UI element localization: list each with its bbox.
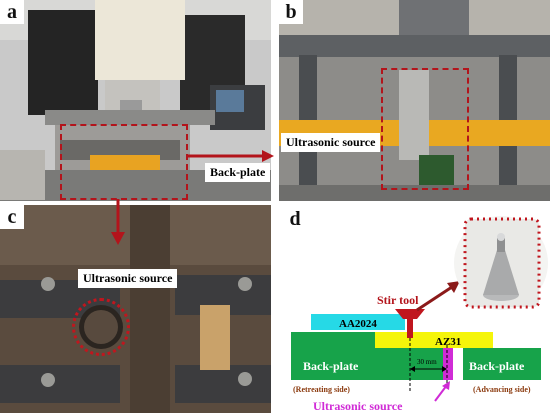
backplate-right-text: Back-plate: [469, 359, 525, 373]
distance-text: 30 mm: [417, 358, 437, 366]
stir-tool-text: Stir tool: [377, 293, 419, 307]
panel-b-label: b: [279, 0, 303, 24]
aa2024-plate: [311, 314, 405, 330]
panel-a-label: a: [0, 0, 24, 24]
retreating-text: (Retreating side): [293, 385, 350, 394]
backplate-closeup-photo: [279, 0, 550, 201]
panel-d-label: d: [283, 207, 307, 231]
backplate-right: [463, 348, 541, 380]
tool-inset-frame: [463, 217, 541, 309]
backplate-callout-a: Back-plate: [205, 163, 271, 182]
aa2024-text: AA2024: [339, 318, 377, 330]
machine-photo: [0, 0, 271, 201]
ultrasonic-callout-b: Ultrasonic source: [281, 133, 381, 152]
stir-tool-arrow: [416, 283, 456, 312]
backplate-left-text: Back-plate: [303, 359, 359, 373]
panel-c-highlight-circle: [72, 298, 130, 356]
az31-text: AZ31: [435, 336, 461, 348]
panel-c-photo: c Ultrasonic source: [0, 205, 271, 413]
panel-b-highlight-box: [381, 68, 469, 190]
panel-c-label: c: [0, 205, 24, 229]
az31-plate: [375, 332, 493, 348]
ultrasonic-text: Ultrasonic source: [313, 399, 403, 413]
panel-b-photo: b Ultrasonic source: [279, 0, 550, 201]
panel-a-photo: a Back-plate: [0, 0, 271, 201]
backplate-left-upper: [291, 332, 375, 348]
advancing-text: (Advancing side): [473, 385, 531, 394]
stir-tool-shape: [395, 309, 425, 338]
panel-a-arrow: [116, 154, 264, 201]
panel-a-highlight-box: [60, 124, 188, 200]
backplate-left: [291, 348, 443, 380]
fsw-schematic: Stir tool AA2024 AZ31 Back-plate Back-pl…: [291, 216, 548, 413]
plate-topview-photo: [0, 205, 271, 413]
panel-d-schematic: d Stir tool AA2024 AZ31: [279, 205, 550, 413]
ultrasonic-block: [443, 348, 453, 380]
ultrasonic-callout-c: Ultrasonic source: [78, 269, 178, 288]
